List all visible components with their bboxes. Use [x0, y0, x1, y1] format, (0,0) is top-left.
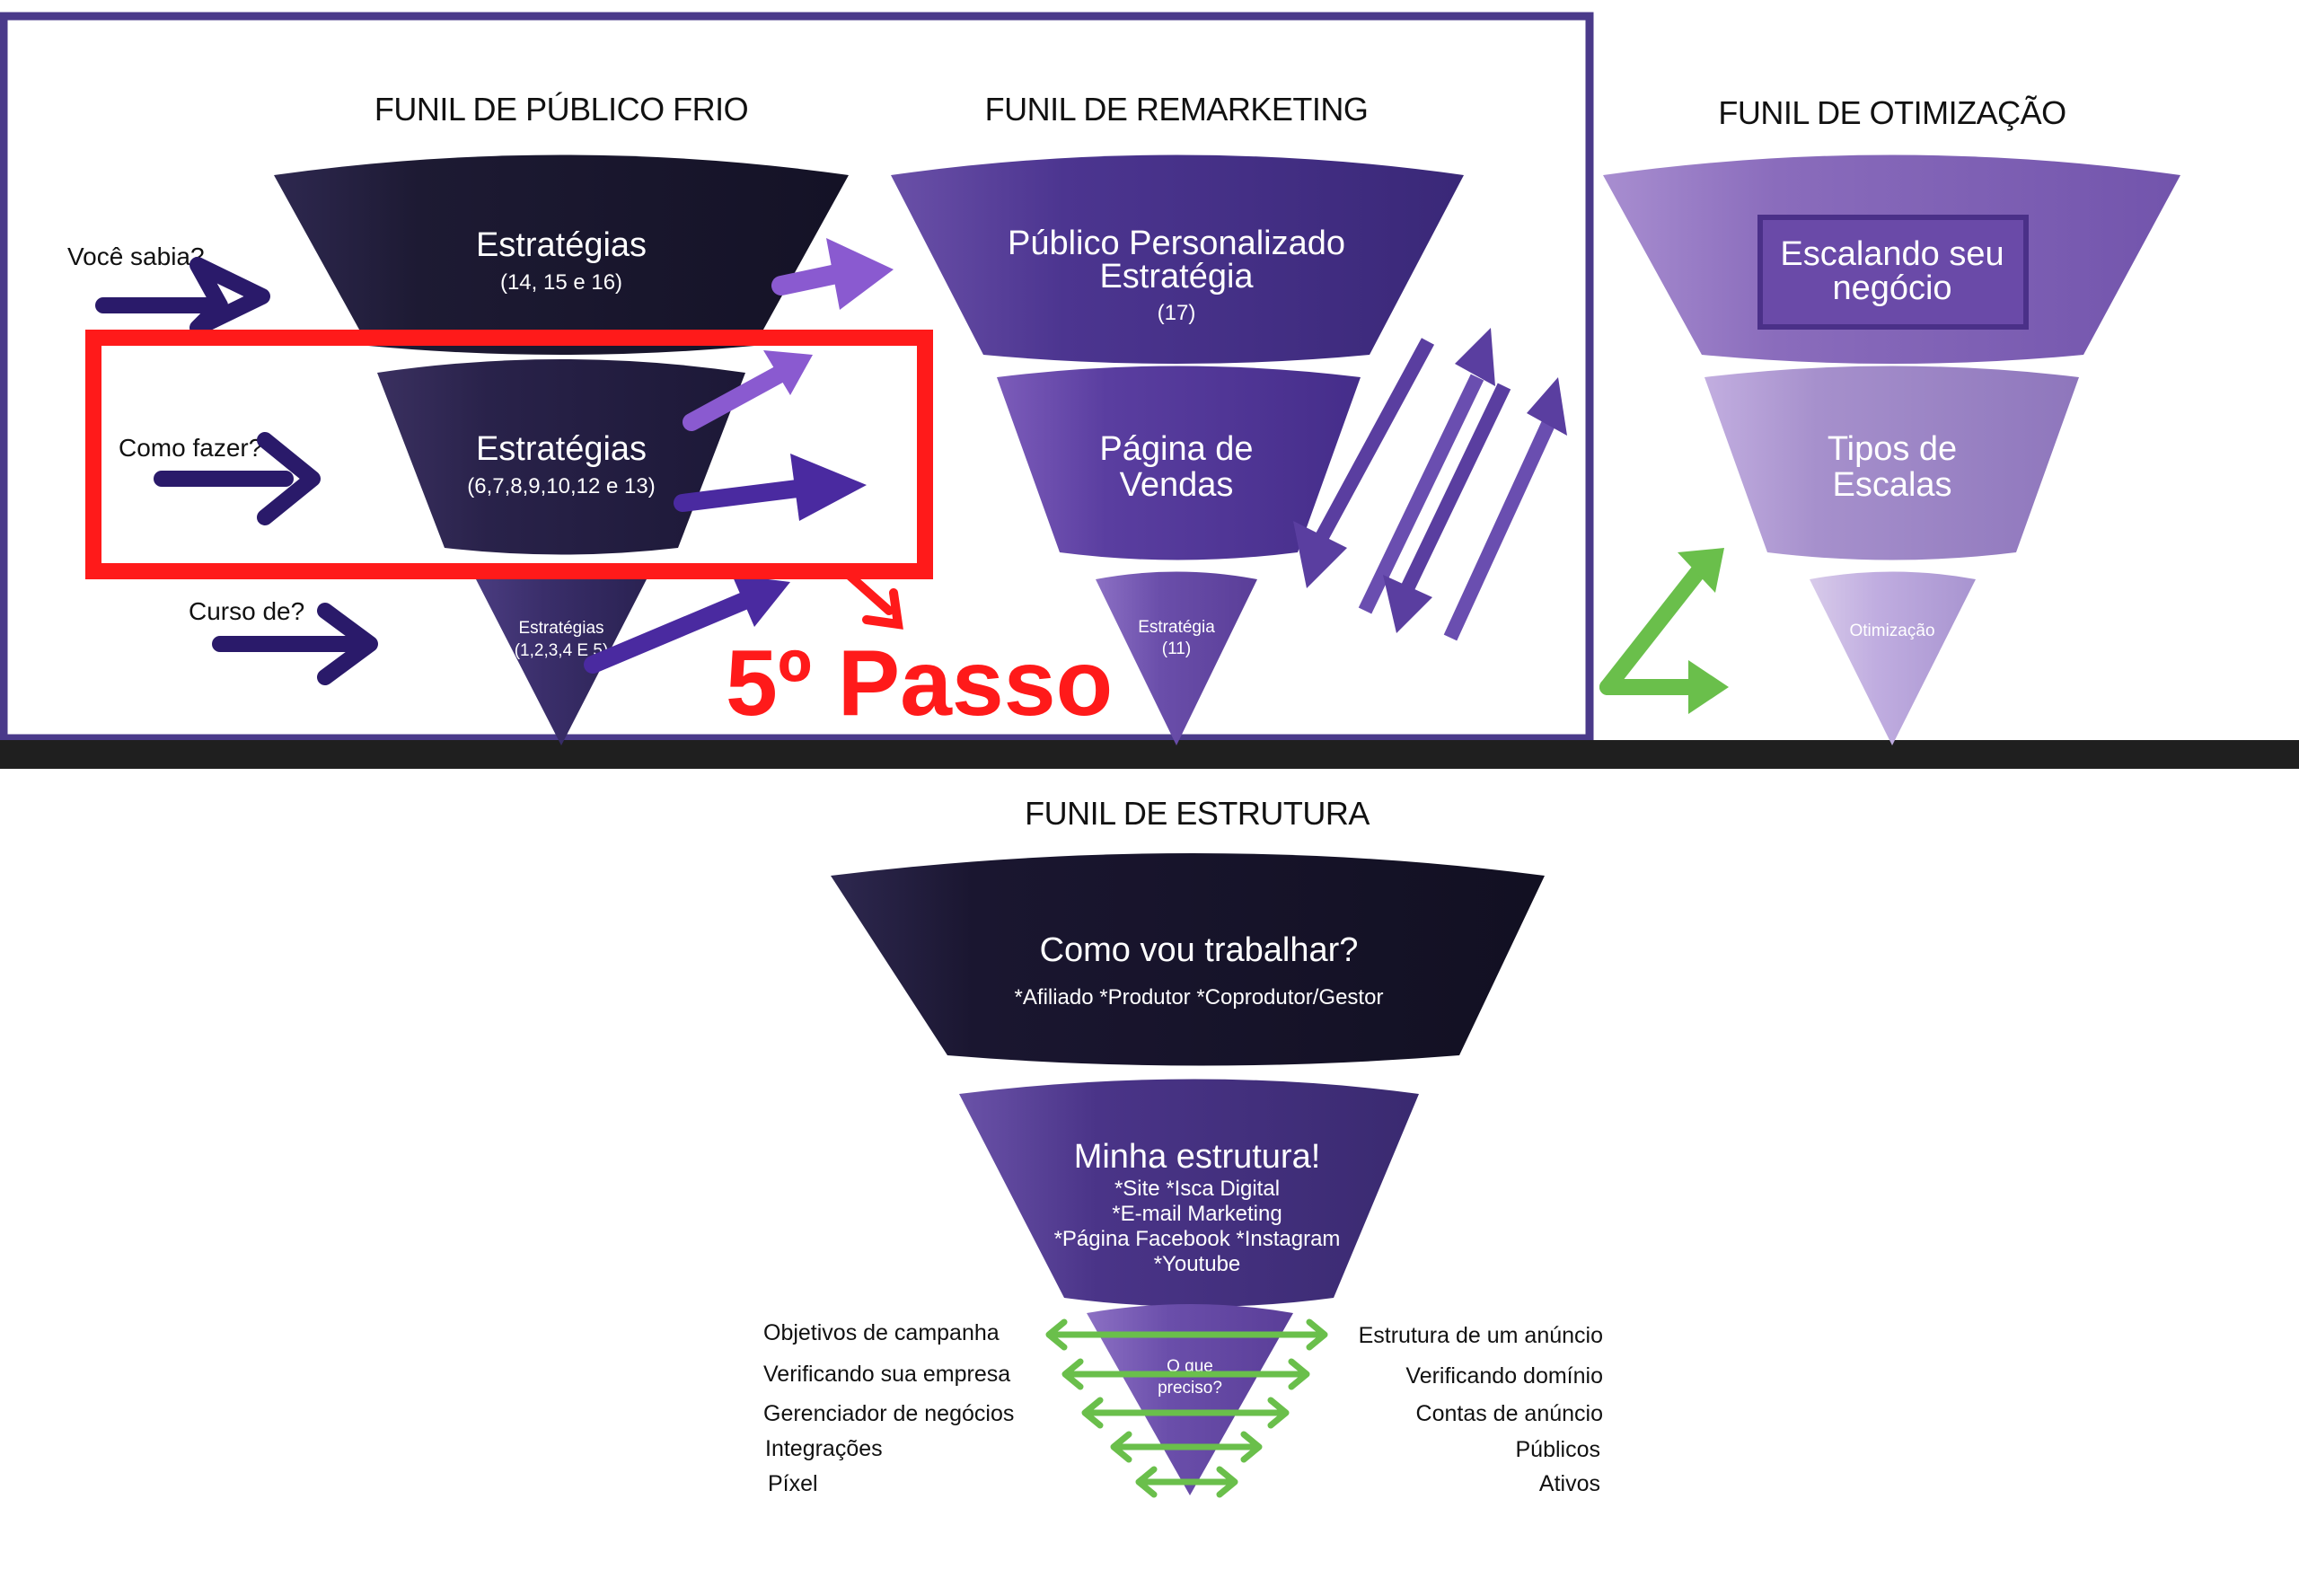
green-double-arrows-icon [1045, 1318, 1328, 1498]
left-item-4: Integrações [765, 1436, 883, 1461]
transfer-arrows [584, 238, 894, 674]
label-voce-sabia: Você sabia? [67, 242, 205, 270]
divider-bar [0, 740, 2299, 769]
right-item-2: Verificando domínio [1405, 1363, 1603, 1389]
diagonal-arrows-icon [1293, 328, 1567, 641]
optimization-bottom [1810, 571, 1976, 745]
cold-funnel-middle [377, 359, 745, 555]
remarketing-funnel [891, 154, 1464, 745]
optimization-title: FUNIL DE OTIMIZAÇÃO [1718, 94, 2066, 131]
st-s1: *Afiliado *Produtor *Coprodutor/Gestor [1015, 985, 1384, 1010]
rm-s1: (17) [1158, 301, 1196, 325]
structure-middle [959, 1079, 1419, 1307]
right-item-4: Públicos [1516, 1437, 1601, 1462]
left-item-2: Verificando sua empresa [763, 1362, 1010, 1387]
optimization-funnel [1603, 154, 2180, 745]
label-curso-de: Curso de? [189, 597, 304, 625]
remarketing-top [891, 154, 1464, 364]
step-label: 5º Passo [726, 631, 1113, 736]
rm-s3: (11) [1162, 639, 1191, 658]
optimization-middle [1704, 366, 2079, 560]
rm-t1a: Público Personalizado [1008, 225, 1345, 262]
cold-t3: Estratégias [518, 619, 603, 638]
cold-s2: (6,7,8,9,10,12 e 13) [467, 474, 655, 498]
st-l2d: *Youtube [1154, 1252, 1241, 1276]
op-t1b: negócio [1832, 269, 1951, 307]
right-item-1: Estrutura de um anúncio [1359, 1323, 1603, 1348]
pointer-arrow-icon [844, 570, 903, 630]
highlight-box [85, 330, 933, 579]
cold-t1: Estratégias [476, 226, 647, 264]
cold-t2: Estratégias [476, 430, 647, 468]
remarketing-frame [0, 12, 1594, 743]
arrow-right-icon-1 [95, 257, 270, 336]
structure-top [831, 853, 1545, 1066]
remarketing-middle [997, 366, 1361, 560]
remarketing-bottom [1096, 571, 1257, 745]
cold-funnel [274, 154, 849, 745]
arrow-right-icon-3 [212, 603, 378, 685]
structure-title: FUNIL DE ESTRUTURA [1025, 795, 1370, 832]
cold-s3: (1,2,3,4 E 5) [515, 641, 609, 660]
label-como-fazer: Como fazer? [119, 434, 262, 462]
right-item-5: Ativos [1539, 1471, 1600, 1496]
left-item-5: Píxel [768, 1471, 818, 1496]
op-t2a: Tipos de [1828, 430, 1957, 468]
st-t2: Minha estrutura! [1074, 1138, 1321, 1176]
cold-s1: (14, 15 e 16) [500, 270, 622, 295]
st-t1: Como vou trabalhar? [1040, 931, 1359, 969]
cold-funnel-bottom [476, 572, 647, 745]
optimization-inner-box [1757, 215, 2029, 330]
remarketing-title: FUNIL DE REMARKETING [985, 91, 1369, 128]
left-item-3: Gerenciador de negócios [763, 1401, 1014, 1426]
rm-t2b: Vendas [1120, 466, 1234, 504]
green-arrow-icon [1599, 548, 1729, 714]
op-t1a: Escalando seu [1780, 235, 2004, 273]
op-t3: Otimização [1849, 622, 1934, 640]
st-l2c: *Página Facebook *Instagram [1054, 1227, 1341, 1251]
st-l2b: *E-mail Marketing [1112, 1202, 1282, 1226]
structure-bottom [1087, 1304, 1293, 1495]
st-l2a: *Site *Isca Digital [1114, 1177, 1280, 1201]
cold-funnel-top [274, 154, 849, 355]
left-item-1: Objetivos de campanha [763, 1320, 1000, 1345]
arrow-right-icon-2 [154, 432, 321, 525]
rm-t2a: Página de [1099, 430, 1253, 468]
rm-t1b: Estratégia [1099, 258, 1254, 295]
op-t2b: Escalas [1832, 466, 1951, 504]
cold-funnel-title: FUNIL DE PÚBLICO FRIO [374, 91, 748, 128]
right-item-3: Contas de anúncio [1416, 1401, 1603, 1426]
rm-t3: Estratégia [1138, 618, 1215, 637]
st-t3b: preciso? [1158, 1379, 1222, 1398]
structure-funnel [831, 853, 1545, 1495]
